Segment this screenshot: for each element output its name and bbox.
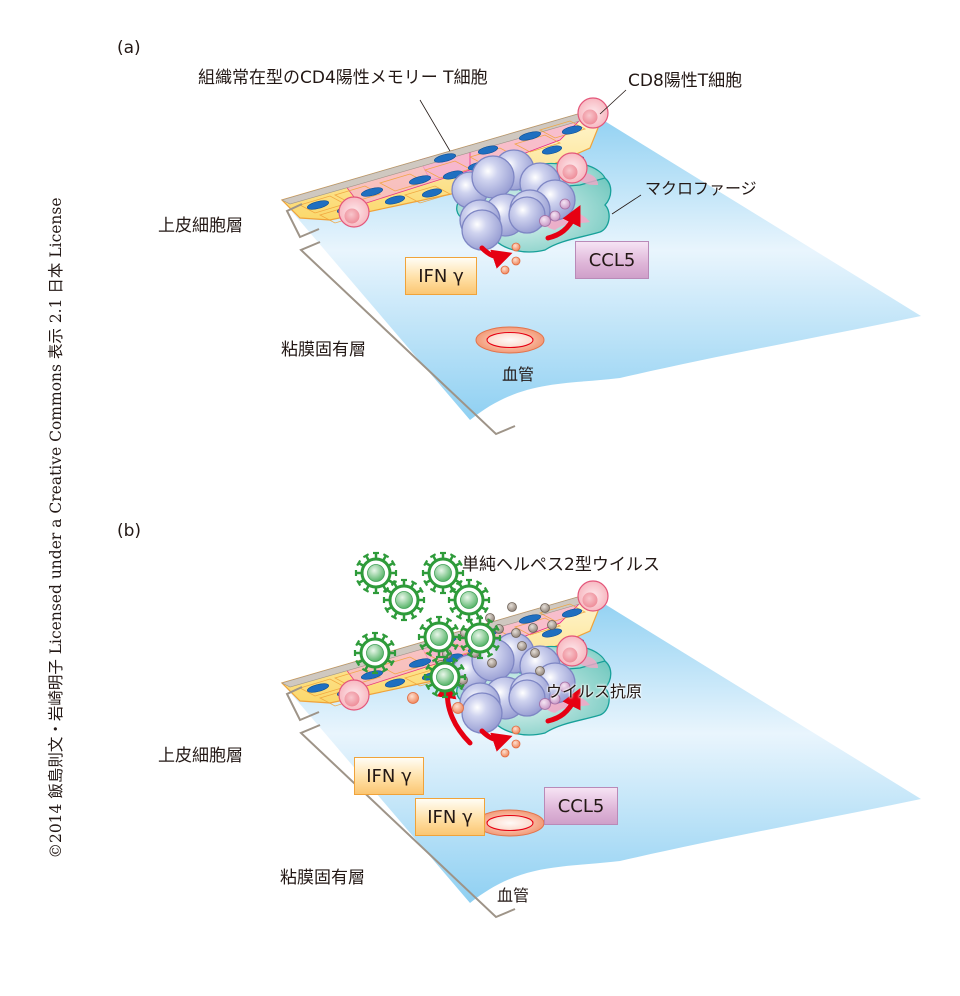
panel-b <box>282 551 921 917</box>
blood-vessel-label-a: 血管 <box>502 365 535 384</box>
ifn-up-arrow <box>436 678 473 746</box>
macrophage-leader-line <box>611 194 642 215</box>
panel-a-label: (a) <box>117 38 141 58</box>
ifn-gamma-box-b2: IFN γ <box>415 798 485 836</box>
virus-particle <box>421 551 465 595</box>
cd8-t-cell-label: CD8陽性T細胞 <box>628 71 743 91</box>
blood-vessel-label-b: 血管 <box>497 886 530 905</box>
macrophage-label: マクロファージ <box>645 179 757 198</box>
panel-b-label: (b) <box>117 521 142 541</box>
viral-antigen-label: ウイルス抗原 <box>546 682 643 701</box>
cd4-t-cell-label: 組織常在型のCD4陽性メモリー T細胞 <box>198 68 488 88</box>
virus-particle <box>417 615 461 659</box>
epithelium-label-a: 上皮細胞層 <box>158 216 243 236</box>
cd8-leader-line <box>599 89 627 115</box>
lamina-propria-label-a: 粘膜固有層 <box>281 340 366 360</box>
ccl5-box-a: CCL5 <box>575 241 649 279</box>
epithelium-label-b: 上皮細胞層 <box>158 746 243 766</box>
panel-a <box>0 89 921 434</box>
lamina-propria-label-b: 粘膜固有層 <box>280 868 365 888</box>
ccl5-box-b: CCL5 <box>544 787 618 825</box>
cd4-leader-line <box>419 99 451 152</box>
ifn-gamma-box-a: IFN γ <box>405 257 477 295</box>
virus-particle <box>354 551 398 595</box>
virus-particle <box>423 655 467 699</box>
virus-particle <box>353 631 397 675</box>
license-text: ©2014 飯島則文・岩崎明子 Licensed under a Creativ… <box>47 197 65 859</box>
hsv2-viruses <box>353 551 502 699</box>
ifn-gamma-box-b1: IFN γ <box>354 757 424 795</box>
virus-particle <box>458 616 502 660</box>
virus-particle <box>447 578 491 622</box>
hsv2-label: 単純ヘルペス2型ウイルス <box>462 555 660 575</box>
virus-particle <box>382 578 426 622</box>
